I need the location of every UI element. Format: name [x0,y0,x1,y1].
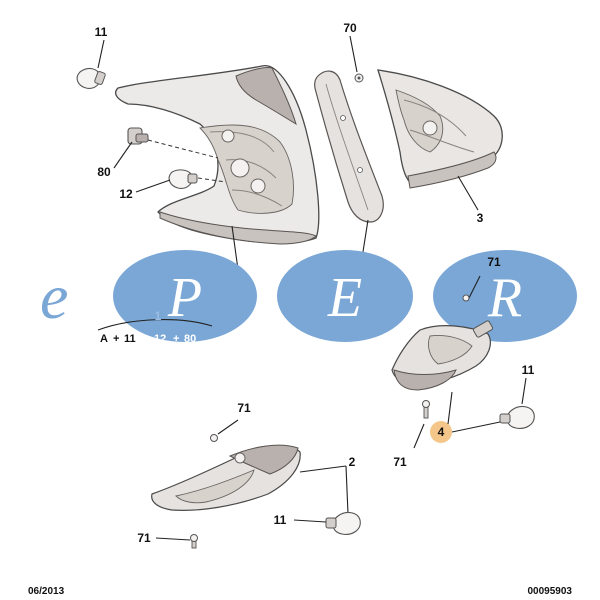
bulb-holder-80[interactable] [127,127,149,145]
screw-71-right-lower[interactable] [422,400,430,419]
formula-plus-3: + [173,333,179,345]
formula-80: 80 [184,333,196,345]
watermark-letter-p: P [167,267,202,329]
bulb-12[interactable] [168,169,198,189]
callout-71-right-lower: 71 [393,455,407,469]
callout-4: 4 [438,425,445,439]
formula-bracket [97,319,213,331]
callout-11-top: 11 [95,25,108,39]
formula-11: 11 [124,333,136,345]
callout-2: 2 [349,455,356,469]
callout-71-mid: 71 [237,401,251,415]
tail-lamp-inner-3[interactable] [377,69,503,189]
callout-71-bottom: 71 [137,531,151,545]
callout-71-right: 71 [487,255,501,269]
footer-date: 06/2013 [28,586,65,597]
callout-80: 80 [97,165,111,179]
bulb-11-bottom[interactable] [325,511,361,535]
watermark-letter-r: R [487,267,522,329]
formula-plus-2: + [143,333,149,345]
watermark-letter-E: E [327,267,362,329]
highlight-callout-4 [430,421,452,443]
bulb-11-top[interactable] [76,67,106,89]
formula-composition: A + 11 + 12 + 80 [100,333,196,345]
formula-callout-1: 1 [155,309,162,323]
watermark-disc-e [277,250,413,342]
tail-lamp-main-unit[interactable] [114,65,320,245]
screw-71-mid[interactable] [210,434,218,442]
callout-70: 70 [343,21,357,35]
screw-70[interactable] [354,73,364,83]
formula-plus-1: + [113,333,119,345]
reflector-lamp-4[interactable] [391,320,494,391]
footer-reference: 00095903 [528,586,573,597]
eper-watermark: e P E R [40,250,577,342]
callout-11-bottom: 11 [274,513,287,527]
callout-11-right: 11 [522,363,535,377]
gasket-5[interactable] [314,70,384,223]
callout-3: 3 [477,211,484,225]
screw-71-right[interactable] [462,294,470,302]
callout-12: 12 [119,187,133,201]
watermark-disc-r [433,250,577,342]
screw-71-bottom[interactable] [190,534,198,549]
watermark-disc-p [113,250,257,342]
reflector-lamp-2[interactable] [151,444,301,511]
formula-a: A [100,333,108,345]
watermark-letter-e: e [40,261,68,332]
formula-12: 12 [154,333,166,345]
bulb-11-right[interactable] [499,405,535,429]
